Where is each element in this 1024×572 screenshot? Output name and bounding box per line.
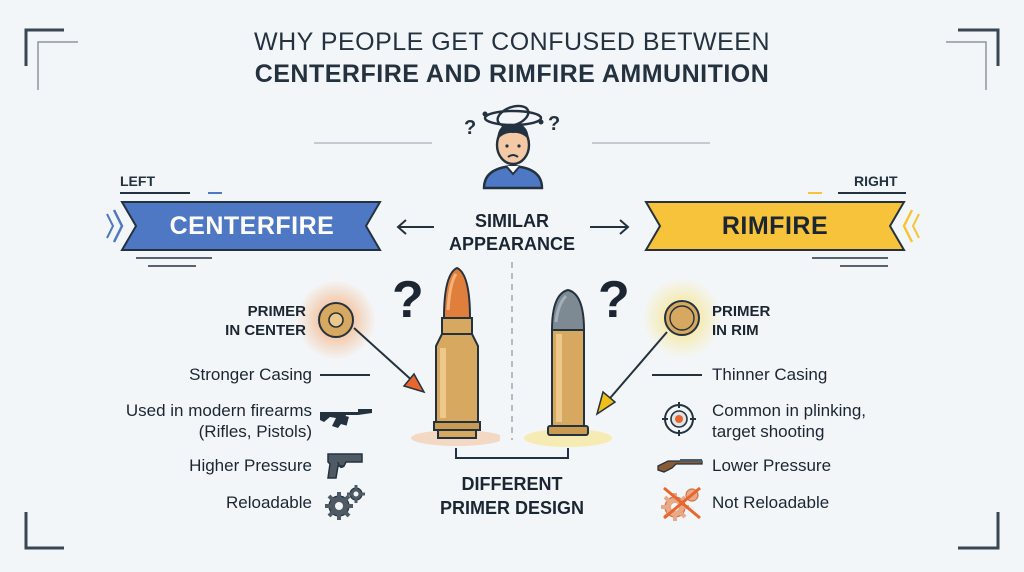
line-dash-icon — [320, 374, 370, 376]
rimfire-bullet-icon — [524, 288, 612, 447]
question-mark-icon: ? — [548, 113, 560, 135]
rimfire-feature-casing: Thinner Casing — [712, 365, 828, 384]
target-icon — [662, 402, 696, 436]
right-tag: RIGHT — [854, 173, 898, 189]
rimfire-feature-usage: Common in plinking, target shooting — [712, 401, 867, 441]
question-mark-left: ? — [392, 271, 424, 329]
title-line-1: WHY PEOPLE GET CONFUSED BETWEEN — [253, 28, 771, 56]
pistol-icon — [327, 453, 363, 479]
center-divider — [511, 262, 513, 440]
small-rifle-icon — [657, 459, 703, 473]
similar-appearance-label: SIMILAR APPEARANCE — [448, 211, 576, 254]
centerfire-primer-indicator — [296, 280, 426, 394]
centerfire-bullet-icon — [411, 266, 500, 446]
centerfire-feature-reload: Reloadable — [225, 493, 312, 512]
question-mark-right: ? — [598, 271, 630, 329]
rimfire-feature-reload: Not Reloadable — [712, 493, 830, 512]
line-dash-icon — [652, 374, 702, 376]
rimfire-feature-pressure: Lower Pressure — [712, 456, 832, 475]
centerfire-feature-casing: Stronger Casing — [189, 365, 312, 384]
rimfire-banner-shape — [644, 201, 920, 251]
centerfire-banner: CENTERFIRE — [169, 211, 335, 240]
question-mark-icon: ? — [464, 117, 476, 139]
rimfire-primer-indicator — [595, 278, 722, 416]
centerfire-feature-usage: Used in modern firearms (Rifles, Pistols… — [125, 401, 312, 441]
left-tag: LEFT — [120, 173, 155, 189]
different-primer-label: DIFFERENT PRIMER DESIGN — [439, 474, 585, 518]
left-tag-underline — [120, 192, 222, 194]
crossed-gears-icon — [661, 486, 701, 521]
similar-arrows — [396, 219, 630, 235]
title-line-2: CENTERFIRE AND RIMFIRE AMMUNITION — [254, 60, 770, 88]
rifle-icon — [320, 409, 372, 428]
different-bracket — [455, 448, 569, 459]
centerfire-primer-label: PRIMER IN CENTER — [225, 303, 306, 339]
confused-person-icon: ? ? — [464, 104, 560, 190]
left-banner-lines — [136, 257, 212, 267]
rimfire-primer-label: PRIMER IN RIM — [712, 303, 771, 339]
gears-icon — [325, 485, 365, 520]
centerfire-feature-pressure: Higher Pressure — [189, 456, 312, 475]
rimfire-banner: RIMFIRE — [721, 211, 829, 240]
right-banner-lines — [812, 257, 888, 267]
centerfire-banner-shape — [106, 201, 382, 251]
right-tag-underline — [808, 192, 906, 194]
